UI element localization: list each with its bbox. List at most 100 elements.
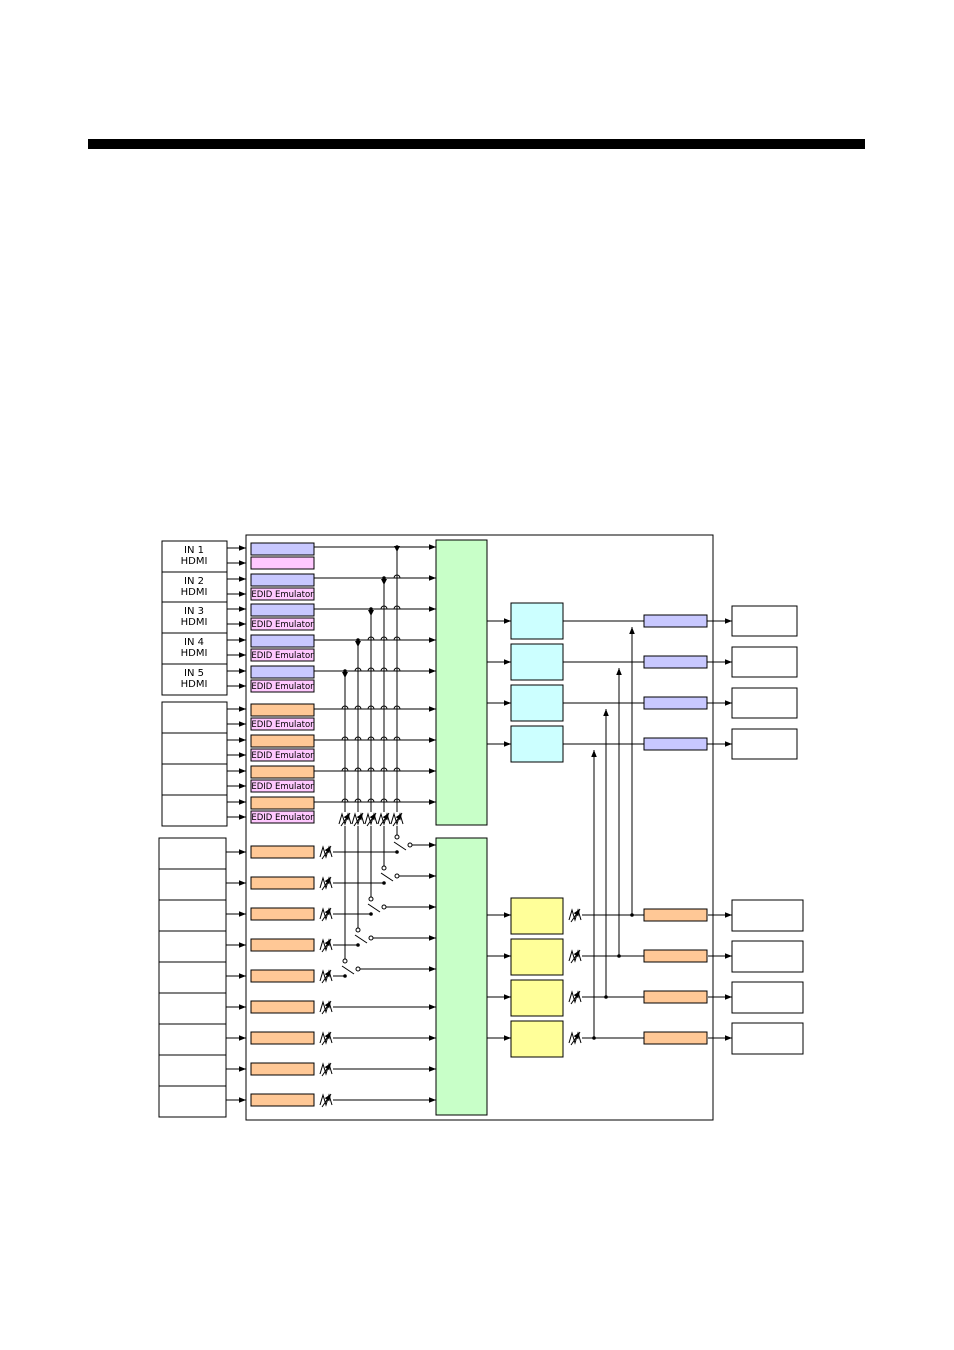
- analog-transmitter: [643, 908, 708, 922]
- analog-receiver: [250, 845, 315, 859]
- edid-emulator-block: [250, 810, 315, 824]
- analog-receiver: [250, 765, 315, 779]
- squiggle-symbol: [377, 812, 391, 826]
- edid-emulator-label: EDID Emulator: [251, 782, 314, 792]
- hdmi-input-box: [161, 663, 228, 696]
- squiggle-symbol: [364, 812, 378, 826]
- analog-processor: [510, 897, 564, 935]
- analog-processor: [510, 1020, 564, 1058]
- hdmi-input-type: HDMI: [181, 648, 208, 659]
- switch-contact: [394, 834, 400, 840]
- switch-contact: [355, 966, 361, 972]
- scaler-block: [510, 684, 564, 722]
- analog-receiver: [250, 1062, 315, 1076]
- hdmi-receiver: [250, 665, 315, 679]
- hdmi-input-label: IN 1: [184, 545, 204, 556]
- squiggle-symbol: [319, 1000, 333, 1014]
- hdmi-input-label: IN 3: [184, 606, 204, 617]
- variable-arrow: [392, 812, 403, 827]
- crossover: [354, 798, 362, 803]
- crossover: [367, 767, 375, 772]
- hdmi-receiver: [250, 573, 315, 587]
- squiggle-symbol: [390, 812, 404, 826]
- edid-emulator-block: [250, 779, 315, 793]
- hdmi-output-box: [731, 687, 798, 719]
- main-frame: [245, 534, 714, 1121]
- junction-dot: [343, 974, 347, 978]
- squiggle-symbol: [319, 938, 333, 952]
- hdmi-transmitter: [643, 737, 708, 751]
- analog-input-box: [158, 930, 227, 963]
- edid-emulator-label: EDID Emulator: [251, 590, 314, 600]
- junction-dot: [356, 943, 360, 947]
- arrow-head: [368, 610, 374, 616]
- edid-emulator-label: EDID Emulator: [251, 682, 314, 692]
- hdmi-input-type: HDMI: [181, 679, 208, 690]
- switch-blade: [367, 903, 381, 913]
- hdmi-output-box: [731, 728, 798, 760]
- hdmi-input-box: [161, 571, 228, 604]
- crossover: [380, 767, 388, 772]
- crossover: [341, 705, 349, 710]
- hdmi-input-type: HDMI: [181, 587, 208, 598]
- crossover: [380, 636, 388, 641]
- crossover: [393, 605, 401, 610]
- analog-transmitter: [643, 949, 708, 963]
- hdmi-output-box: [731, 646, 798, 678]
- scaler-block: [510, 643, 564, 681]
- variable-arrow: [321, 969, 332, 984]
- crossover: [354, 667, 362, 672]
- hdmi-input-box: [161, 540, 228, 573]
- hdmi-input-type: HDMI: [181, 617, 208, 628]
- crossover: [367, 705, 375, 710]
- hdmi-output-box: [731, 605, 798, 637]
- analog-receiver: [250, 734, 315, 748]
- variable-arrow: [321, 938, 332, 953]
- variable-arrow: [353, 812, 364, 827]
- crossover: [393, 736, 401, 741]
- variable-arrow: [321, 876, 332, 891]
- crossover: [380, 667, 388, 672]
- squiggle-symbol: [351, 812, 365, 826]
- variable-arrow: [321, 845, 332, 860]
- squiggle-symbol: [319, 876, 333, 890]
- switch-blade: [380, 872, 394, 882]
- switch-contact: [342, 958, 348, 964]
- edid-emulator-label: EDID Emulator: [251, 651, 314, 661]
- switch-contact: [381, 865, 387, 871]
- edid-emulator-block: [250, 617, 315, 631]
- analog-transmitter: [643, 990, 708, 1004]
- squiggle-symbol: [319, 907, 333, 921]
- crossover: [354, 767, 362, 772]
- scaler-block: [510, 725, 564, 763]
- hdmi-receiver: [250, 634, 315, 648]
- junction-dot: [382, 881, 386, 885]
- analog-receiver: [250, 876, 315, 890]
- variable-arrow: [321, 907, 332, 922]
- analog-input-box: [158, 992, 227, 1025]
- hdmi-transmitter: [643, 655, 708, 669]
- crossover: [380, 736, 388, 741]
- upper-matrix-switch: [435, 539, 488, 826]
- analog-receiver: [250, 1093, 315, 1107]
- arrow-head: [381, 579, 387, 585]
- hdmi-input-label: IN 4: [184, 637, 204, 648]
- crossover: [367, 736, 375, 741]
- variable-arrow: [570, 949, 581, 964]
- crossover: [354, 705, 362, 710]
- variable-arrow: [321, 1031, 332, 1046]
- crossover: [380, 798, 388, 803]
- hdmi-input-type: HDMI: [181, 556, 208, 567]
- crossover: [367, 636, 375, 641]
- analog-receiver: [250, 969, 315, 983]
- edid-emulator-block: [250, 748, 315, 762]
- squiggle-symbol: [568, 1031, 582, 1045]
- analog-processor: [510, 938, 564, 976]
- variable-arrow: [321, 1093, 332, 1108]
- analog-input-box: [158, 1054, 227, 1087]
- analog-input-box: [158, 868, 227, 901]
- analog-transmitter: [643, 1031, 708, 1045]
- crossover: [380, 605, 388, 610]
- hdmi-input-label: IN 2: [184, 576, 204, 587]
